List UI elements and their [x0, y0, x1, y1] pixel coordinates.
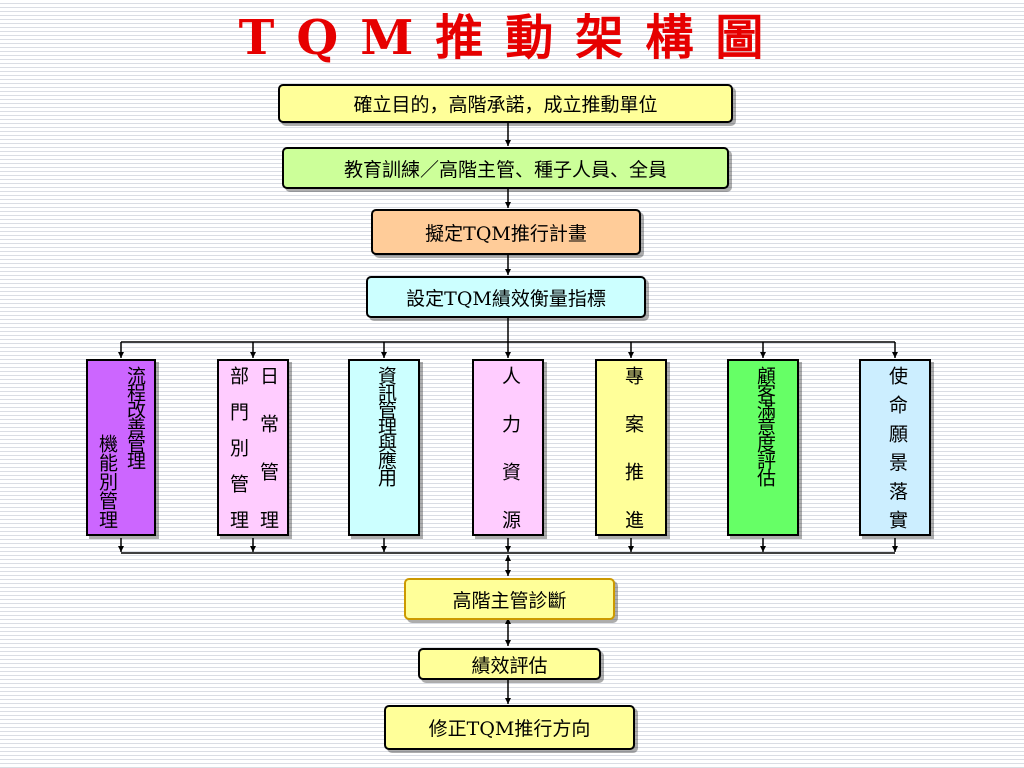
step-revise-direction: 修正TQM推行方向: [384, 705, 635, 750]
step-set-kpi: 設定TQM績效衡量指標: [366, 276, 646, 318]
branch-column: 人力資源: [499, 366, 521, 529]
step-performance-evaluation: 績效評估: [418, 648, 601, 680]
branch-column: 專案推進: [622, 366, 644, 529]
branch-project-promotion: 專案推進: [595, 359, 667, 536]
branch-column: 日常管理: [257, 366, 279, 529]
step-label: 擬定TQM推行計畫: [425, 222, 587, 245]
branch-column: 顧客滿意度評估: [754, 366, 776, 485]
step-establish-purpose: 確立目的，高階承諾，成立推動單位: [278, 84, 733, 123]
step-label: 高階主管診斷: [452, 589, 567, 612]
step-label: 確立目的，高階承諾，成立推動單位: [353, 94, 658, 116]
step-label: 設定TQM績效衡量指標: [406, 287, 606, 310]
step-label: 修正TQM推行方向: [428, 718, 591, 740]
page-title: TQM推動架構圖: [238, 10, 786, 66]
branch-column: 資訊管理與應用: [375, 366, 397, 485]
branch-column: 使命願景落實: [886, 366, 908, 529]
branch-column: 機能別管理: [96, 434, 118, 529]
branch-customer-satisfaction: 顧客滿意度評估: [727, 359, 799, 536]
step-label: 教育訓練／高階主管、種子人員、全員: [343, 158, 667, 181]
step-draft-plan: 擬定TQM推行計畫: [371, 209, 641, 255]
step-label: 績效評估: [471, 654, 548, 677]
step-education-training: 教育訓練／高階主管、種子人員、全員: [282, 147, 729, 189]
branch-column: 流程改善管理: [124, 366, 146, 468]
step-executive-diagnosis: 高階主管診斷: [404, 578, 615, 620]
branch-mission-vision: 使命願景落實: [859, 359, 931, 536]
branch-daily-department: 日常管理 部門別管理: [217, 359, 289, 536]
branch-information-management: 資訊管理與應用: [348, 359, 420, 536]
branch-human-resources: 人力資源: [472, 359, 544, 536]
branch-column: 部門別管理: [227, 366, 249, 529]
branch-process-function: 流程改善管理 機能別管理: [86, 359, 156, 536]
